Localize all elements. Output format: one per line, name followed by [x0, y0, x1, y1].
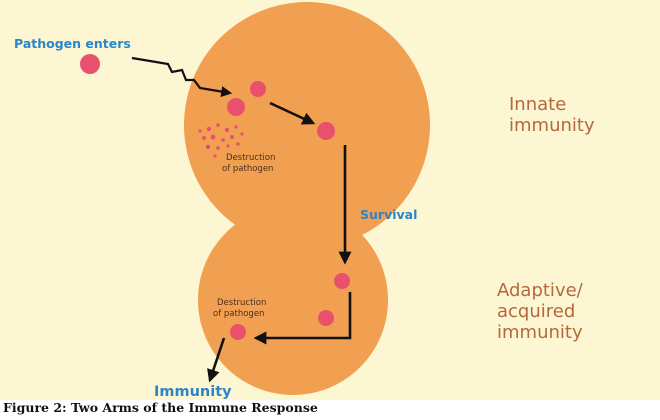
- label-immunity: Immunity: [154, 384, 232, 400]
- label-adaptive-line2: acquired: [497, 301, 575, 322]
- pathogen-adaptive-bottom: [318, 310, 334, 326]
- pathogen-entering: [250, 81, 266, 97]
- figure-caption: Figure 2: Two Arms of the Immune Respons…: [3, 400, 318, 415]
- pathogen-destroyed-adaptive: [230, 324, 246, 340]
- label-pathogen-enters: Pathogen enters: [14, 36, 131, 51]
- label-destruction-top-line1: Destruction: [226, 153, 275, 163]
- pathogen-outside: [80, 54, 100, 74]
- pathogen-debris: [198, 123, 244, 158]
- immune-response-diagram: Pathogen enters Innate immunity Destruct…: [14, 2, 595, 400]
- innate-cell: [184, 2, 430, 248]
- label-adaptive-line1: Adaptive/: [497, 280, 584, 301]
- arrow-pathogen-entry: [131, 56, 233, 97]
- pathogen-engulfed: [227, 98, 245, 116]
- label-adaptive-line3: immunity: [497, 322, 583, 343]
- label-destruction-bottom-line2: of pathogen: [213, 309, 264, 319]
- pathogen-adaptive-top: [334, 273, 350, 289]
- label-destruction-bottom-line1: Destruction: [217, 298, 266, 308]
- arrow-to-survivor: [269, 101, 316, 125]
- arrow-to-immunity: [207, 337, 226, 383]
- pathogen-surviving: [317, 122, 335, 140]
- label-destruction-top-line2: of pathogen: [222, 164, 273, 174]
- label-survival: Survival: [360, 207, 417, 222]
- label-innate-line1: Innate: [509, 94, 566, 115]
- arrow-to-destruction: [253, 292, 352, 345]
- label-innate-line2: immunity: [509, 115, 595, 136]
